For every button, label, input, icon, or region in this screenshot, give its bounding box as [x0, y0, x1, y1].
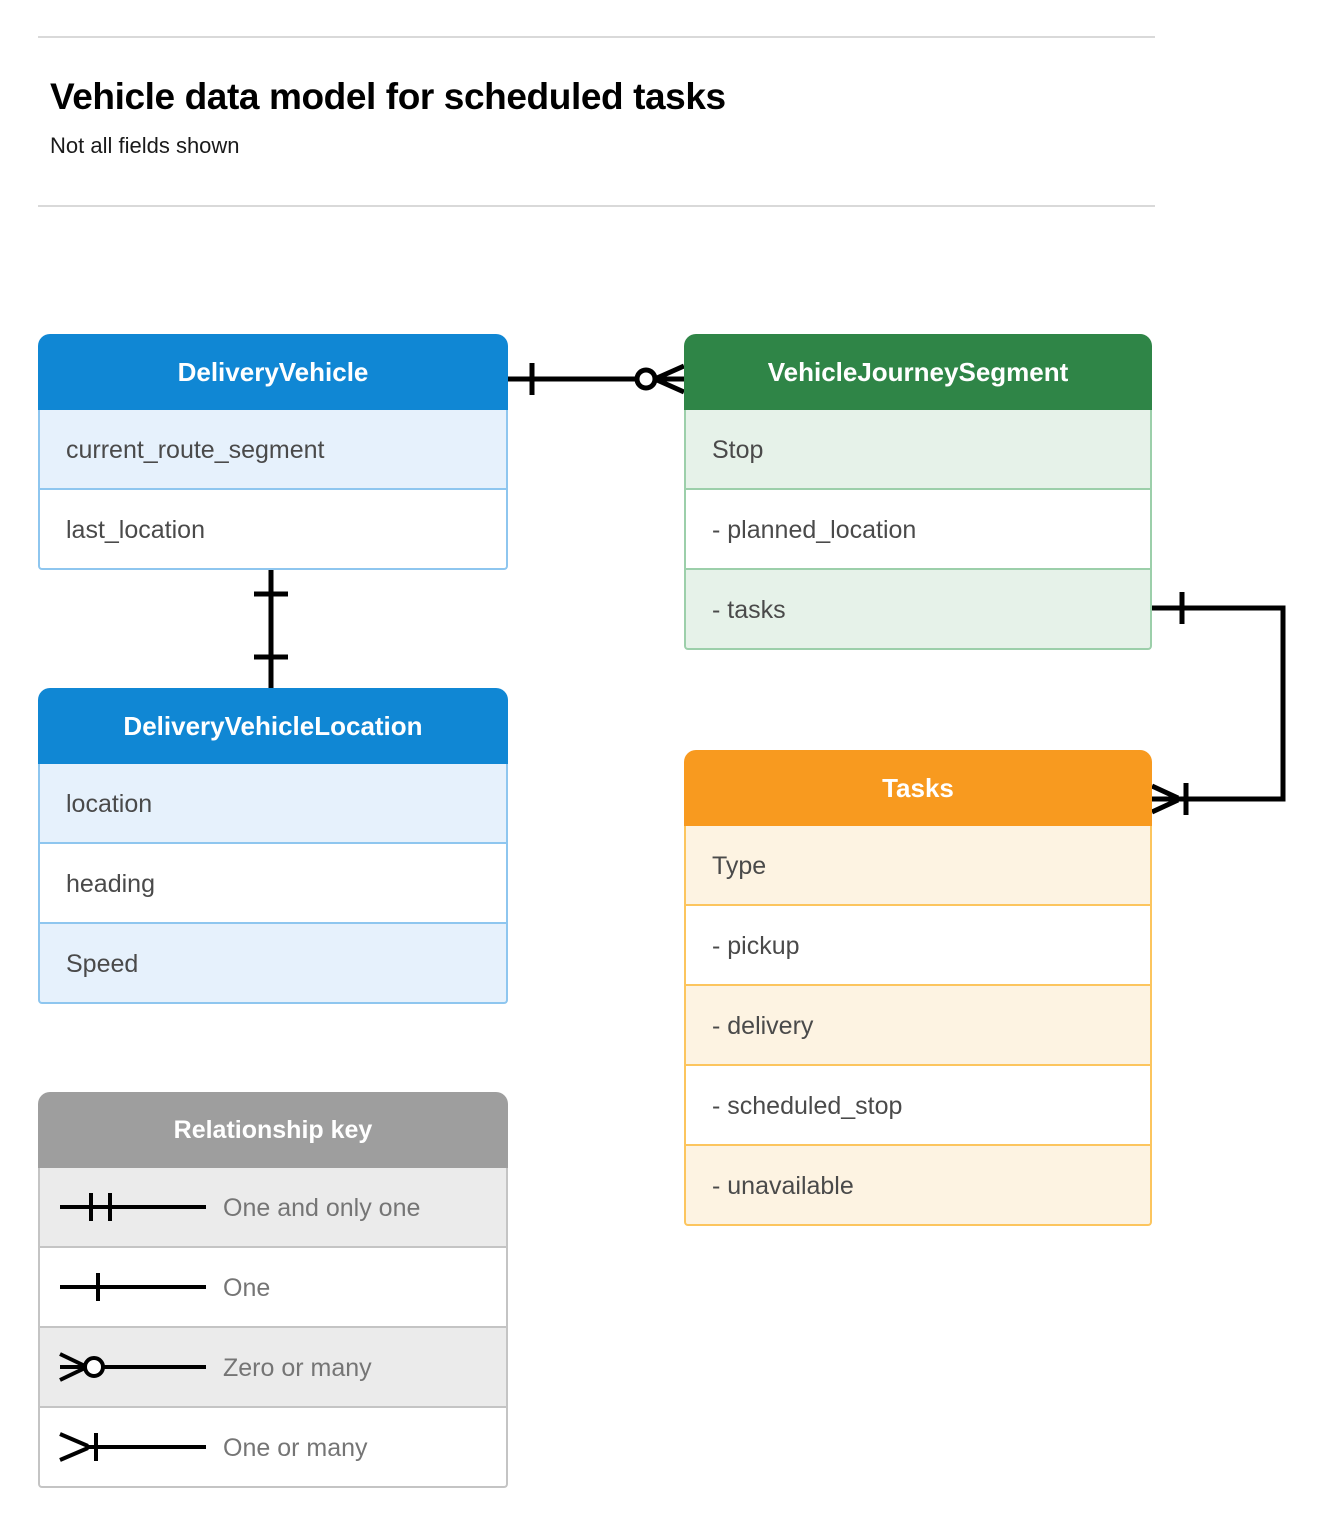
page-title: Vehicle data model for scheduled tasks — [50, 76, 726, 117]
legend-item-label: One or many — [223, 1434, 368, 1462]
entity-field-row: Speed — [38, 924, 508, 1004]
entity-field-row: - scheduled_stop — [684, 1066, 1152, 1146]
entity-field-row: last_location — [38, 490, 508, 570]
page-subtitle: Not all fields shown — [50, 133, 240, 158]
header-divider-bottom — [38, 205, 1155, 207]
relationship-key-legend[interactable]: Relationship key One and only one One — [38, 1092, 508, 1488]
entity-delivery-vehicle-location-title: DeliveryVehicleLocation — [38, 688, 508, 764]
legend-item-one-and-only-one: One and only one — [38, 1168, 508, 1248]
entity-delivery-vehicle-title: DeliveryVehicle — [38, 334, 508, 410]
entity-field-row: - delivery — [684, 986, 1152, 1066]
header-divider-top — [38, 36, 1155, 38]
legend-item-one-or-many: One or many — [38, 1408, 508, 1488]
entity-field-row: Type — [684, 826, 1152, 906]
entity-field-row: - unavailable — [684, 1146, 1152, 1226]
legend-item-zero-or-many: Zero or many — [38, 1328, 508, 1408]
one-and-only-one-symbol — [60, 1193, 206, 1221]
zero-or-many-symbol — [59, 1352, 206, 1382]
legend-item-label: One and only one — [223, 1194, 421, 1222]
entity-field-row: - planned_location — [684, 490, 1152, 570]
entity-field-row: - tasks — [684, 570, 1152, 650]
one-or-many-symbol — [59, 1432, 206, 1462]
entity-delivery-vehicle[interactable]: DeliveryVehicle current_route_segment la… — [38, 334, 508, 570]
entity-vehicle-journey-segment[interactable]: VehicleJourneySegment Stop - planned_loc… — [684, 334, 1152, 650]
entity-field-row: current_route_segment — [38, 410, 508, 490]
legend-item-label: One — [223, 1274, 271, 1302]
one-symbol — [60, 1273, 206, 1301]
legend-item-one: One — [38, 1248, 508, 1328]
relationship-key-title: Relationship key — [38, 1092, 508, 1168]
entity-delivery-vehicle-location[interactable]: DeliveryVehicleLocation location heading… — [38, 688, 508, 1004]
entity-field-row: heading — [38, 844, 508, 924]
entity-field-row: Stop — [684, 410, 1152, 490]
entity-field-row: - pickup — [684, 906, 1152, 986]
connector-journeysegment-to-tasks — [1152, 605, 1286, 802]
legend-item-label: Zero or many — [223, 1354, 372, 1382]
entity-tasks-title: Tasks — [684, 750, 1152, 826]
entity-vehicle-journey-segment-title: VehicleJourneySegment — [684, 334, 1152, 410]
entity-field-row: location — [38, 764, 508, 844]
entity-tasks[interactable]: Tasks Type - pickup - delivery - schedul… — [684, 750, 1152, 1226]
